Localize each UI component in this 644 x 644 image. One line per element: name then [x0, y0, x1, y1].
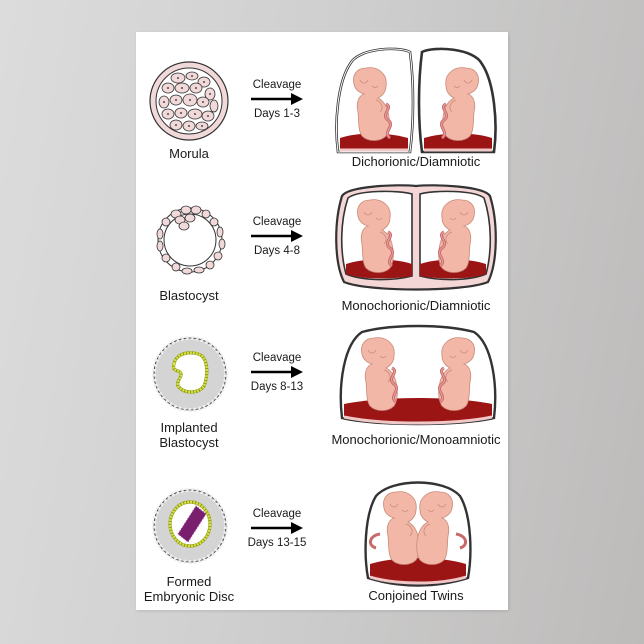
arrow-days-label: Days 1-3 [253, 108, 301, 120]
cleavage-arrow: Cleavage Days 1-3 [242, 79, 312, 120]
row-morula: Morula Cleavage Days 1-3 Dichorionic/Dia… [136, 32, 508, 182]
row-implanted-blastocyst: Implanted Blastocyst Cleavage Days 8-13 … [136, 320, 508, 470]
row-blastocyst: Blastocyst Cleavage Days 4-8 Monochorion… [136, 182, 508, 320]
row-embryonic-disc: Formed Embryonic Disc Cleavage Days 13-1… [136, 470, 508, 610]
stage-label-line: Formed [166, 574, 212, 589]
right-arrow-icon [251, 522, 303, 534]
blastocyst-icon [156, 205, 226, 275]
stage-label: Morula [169, 146, 209, 161]
stage-label-line: Embryonic Disc [143, 589, 235, 604]
stage-label-line: Blastocyst [159, 435, 219, 450]
twin-type-label: Dichorionic/Diamniotic [351, 154, 481, 169]
stage-label-line: Implanted [160, 420, 218, 435]
arrow-top-label: Cleavage [252, 352, 302, 364]
morula-icon [149, 61, 229, 141]
twinning-poster: Morula Cleavage Days 1-3 Dichorionic/Dia… [136, 32, 508, 610]
dichorionic-diamniotic-twins-icon [335, 47, 497, 154]
twin-type-label: Monochorionic/Diamniotic [341, 298, 491, 313]
implanted-blastocyst-icon [152, 336, 228, 412]
conjoined-twins-icon [364, 481, 472, 587]
right-arrow-icon [251, 366, 303, 378]
arrow-days-label: Days 8-13 [250, 381, 304, 393]
arrow-top-label: Cleavage [252, 79, 302, 91]
cleavage-arrow: Cleavage Days 4-8 [242, 216, 312, 257]
twin-type-label: Monochorionic/Monoamniotic [331, 432, 501, 447]
cleavage-arrow: Cleavage Days 8-13 [242, 352, 312, 393]
monochorionic-diamniotic-twins-icon [335, 184, 497, 291]
stage-label: Blastocyst [159, 288, 219, 303]
twin-type-label: Conjoined Twins [368, 588, 464, 603]
arrow-days-label: Days 13-15 [247, 537, 307, 549]
arrow-days-label: Days 4-8 [253, 245, 301, 257]
right-arrow-icon [251, 93, 303, 105]
stage-label: Formed Embryonic Disc [134, 574, 244, 604]
arrow-top-label: Cleavage [252, 216, 302, 228]
embryonic-disc-icon [152, 488, 228, 564]
cleavage-arrow: Cleavage Days 13-15 [242, 508, 312, 549]
right-arrow-icon [251, 230, 303, 242]
stage-label: Implanted Blastocyst [134, 420, 244, 450]
monochorionic-monoamniotic-twins-icon [339, 324, 497, 426]
arrow-top-label: Cleavage [252, 508, 302, 520]
